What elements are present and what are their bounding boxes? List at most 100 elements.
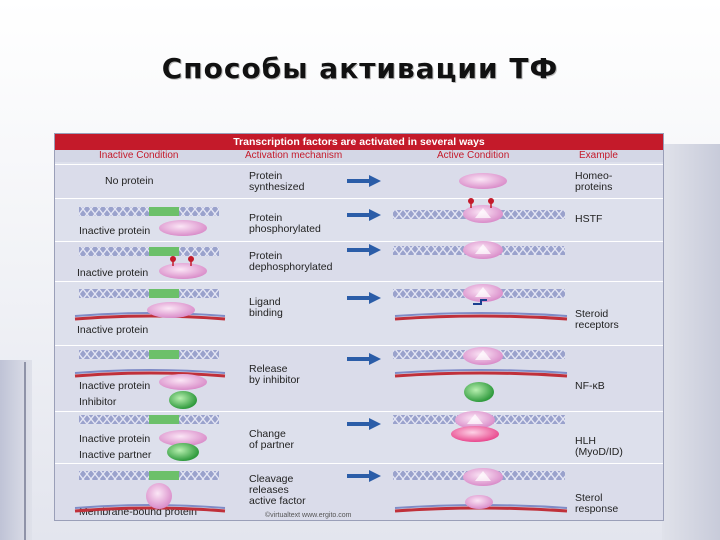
new-partner xyxy=(451,426,499,442)
inactive-protein xyxy=(159,263,207,279)
right-decoration xyxy=(662,144,720,540)
protein-highlight xyxy=(475,350,491,360)
membrane xyxy=(74,506,226,513)
arrow-shaft xyxy=(347,213,369,217)
inactive-protein xyxy=(159,374,207,390)
mechanism-line: phosphorylated xyxy=(249,223,321,235)
example-line: NF-κB xyxy=(575,380,605,392)
column-header-example: Example xyxy=(575,150,663,162)
inactive-label: Inactive protein xyxy=(79,380,151,392)
mechanism-line: Change xyxy=(249,428,286,440)
mechanism-line: Protein xyxy=(249,212,283,224)
example-line: HLH xyxy=(575,435,597,447)
table-row: Inactive protein Ligand binding Steroid … xyxy=(55,281,663,346)
membrane-inner xyxy=(394,312,568,317)
example-line: receptors xyxy=(575,319,619,331)
protein-highlight xyxy=(475,471,491,481)
arrow-shaft xyxy=(347,248,369,252)
mechanism-line: releases xyxy=(249,484,289,496)
inactive-label: Inactive protein xyxy=(77,324,149,336)
inhibitor-protein xyxy=(169,391,197,409)
cleaved-factor xyxy=(465,495,493,509)
example-line: (MyoD/ID) xyxy=(575,446,623,458)
membrane xyxy=(394,371,568,378)
arrow-icon xyxy=(369,175,381,187)
transcription-factor-table: Transcription factors are activated in s… xyxy=(54,133,664,521)
example-line: proteins xyxy=(575,181,613,193)
phosphate-icon xyxy=(468,198,474,204)
example-line: Steroid xyxy=(575,308,609,320)
left-decoration xyxy=(0,360,32,540)
arrow-icon xyxy=(369,418,381,430)
footer-credit: ©virtualtext www.ergito.com xyxy=(265,512,352,519)
membrane xyxy=(394,314,568,321)
mechanism-line: Protein xyxy=(249,250,283,262)
inactive-partner xyxy=(167,443,199,461)
membrane xyxy=(74,314,226,321)
arrow-shaft xyxy=(347,422,369,426)
column-header-inactive: Inactive Condition xyxy=(55,150,241,162)
binding-site xyxy=(149,247,179,256)
arrow-icon xyxy=(369,353,381,365)
inactive-label: Membrane-bound protein xyxy=(79,506,197,518)
arrow-icon xyxy=(369,470,381,482)
inactive-protein xyxy=(147,302,195,318)
column-header-mechanism: Activation mechanism xyxy=(241,150,435,162)
table-title: Transcription factors are activated in s… xyxy=(55,134,663,150)
mechanism-line: Release xyxy=(249,363,288,375)
binding-site xyxy=(149,207,179,216)
arrow-icon xyxy=(369,244,381,256)
phosphate-icon xyxy=(188,256,194,262)
mechanism-line: dephosphorylated xyxy=(249,261,333,273)
inactive-protein xyxy=(159,430,207,446)
table-row: Inactive protein Protein phosphorylated … xyxy=(55,198,663,242)
membrane-bound-protein xyxy=(146,483,172,509)
arrow-icon xyxy=(369,292,381,304)
released-inhibitor xyxy=(464,382,494,402)
example-line: response xyxy=(575,503,619,515)
membrane-inner xyxy=(74,369,226,374)
example-line: HSTF xyxy=(575,213,603,225)
mechanism-line: Protein xyxy=(249,170,283,182)
mechanism-line: of partner xyxy=(249,439,294,451)
inactive-label: Inactive protein xyxy=(77,267,149,279)
inactive-label: Inhibitor xyxy=(79,396,117,408)
arrow-icon xyxy=(369,209,381,221)
active-protein xyxy=(459,173,507,189)
binding-site xyxy=(149,471,179,480)
membrane-inner xyxy=(394,369,568,374)
mechanism-line: Ligand xyxy=(249,296,281,308)
inactive-label: Inactive protein xyxy=(79,225,151,237)
arrow-shaft xyxy=(347,296,369,300)
binding-site xyxy=(149,289,179,298)
arrow-shaft xyxy=(347,357,369,361)
protein-highlight xyxy=(467,414,483,424)
phosphate-icon xyxy=(488,198,494,204)
ligand-icon xyxy=(473,299,487,305)
mechanism-line: Cleavage xyxy=(249,473,294,485)
arrow-shaft xyxy=(347,474,369,478)
mechanism-line: active factor xyxy=(249,495,306,507)
mechanism-line: binding xyxy=(249,307,283,319)
left-decoration-line xyxy=(24,362,26,540)
binding-site xyxy=(149,350,179,359)
table-row: Inactive protein Inactive partner Change… xyxy=(55,411,663,464)
inactive-label: Inactive protein xyxy=(79,433,151,445)
mechanism-line: synthesized xyxy=(249,181,305,193)
protein-highlight xyxy=(475,208,491,218)
inactive-label: No protein xyxy=(105,175,154,187)
mechanism-line: by inhibitor xyxy=(249,374,300,386)
inactive-label: Inactive partner xyxy=(79,449,152,461)
slide-title: Способы активации ТФ xyxy=(161,52,559,85)
phosphate-icon xyxy=(170,256,176,262)
example-line: Sterol xyxy=(575,492,603,504)
binding-site xyxy=(149,415,179,424)
protein-highlight xyxy=(475,244,491,254)
arrow-shaft xyxy=(347,179,369,183)
protein-highlight xyxy=(475,287,491,297)
example-line: Homeo- xyxy=(575,170,613,182)
column-header-active: Active Condition xyxy=(435,150,575,162)
inactive-protein xyxy=(159,220,207,236)
membrane xyxy=(74,371,226,378)
illustrations xyxy=(74,173,568,513)
